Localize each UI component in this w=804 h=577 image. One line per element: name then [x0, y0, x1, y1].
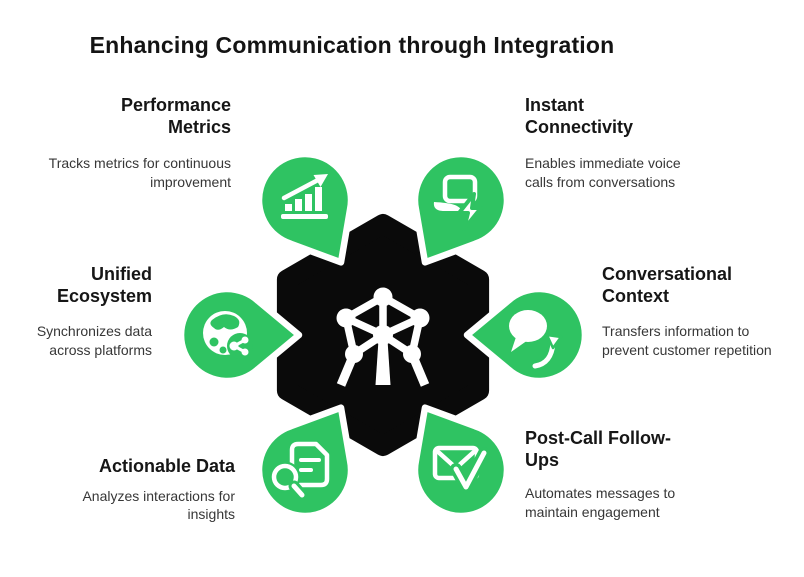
item-title: Unified Ecosystem — [56, 264, 152, 306]
item-description: Synchronizes data across platforms — [36, 323, 152, 359]
bar-chart-growth-icon — [281, 174, 328, 219]
unified-ecosystem-pin — [177, 285, 303, 385]
item-performance-metrics: Performance Metrics Tracks metrics for c… — [21, 95, 231, 192]
item-description: Transfers information to prevent custome… — [602, 323, 772, 359]
item-title: Instant Connectivity — [525, 95, 634, 137]
post-call-follow-ups-pin — [411, 404, 511, 520]
item-title: Performance Metrics — [120, 95, 231, 137]
actionable-data-pin — [255, 404, 355, 520]
chat-bubble-arrow-icon — [509, 310, 563, 372]
item-unified-ecosystem: Unified Ecosystem Synchronizes data acro… — [0, 264, 152, 360]
page-title: Enhancing Communication through Integrat… — [89, 32, 615, 58]
item-title: Post-Call Follow-Ups — [525, 428, 671, 470]
item-instant-connectivity: Instant Connectivity Enables immediate v… — [525, 95, 705, 192]
item-description: Automates messages to maintain engagemen… — [525, 485, 676, 521]
document-search-icon — [269, 441, 330, 501]
item-actionable-data: Actionable Data Analyzes interactions fo… — [25, 456, 235, 524]
item-description: Enables immediate voice calls from conve… — [525, 155, 681, 191]
item-post-call-follow-ups: Post-Call Follow-Ups Automates messages … — [525, 428, 715, 522]
globe-network-icon — [203, 311, 253, 359]
item-description: Analyzes interactions for insights — [82, 487, 235, 523]
item-description: Tracks metrics for continuous improvemen… — [48, 155, 231, 191]
atomium-network-icon — [336, 287, 430, 387]
item-title: Conversational Context — [602, 264, 733, 306]
conversational-context-pin — [463, 285, 589, 385]
instant-connectivity-pin — [411, 150, 511, 266]
item-title: Actionable Data — [98, 456, 235, 476]
envelope-check-icon — [432, 445, 490, 493]
laptop-lightning-icon — [433, 174, 483, 231]
performance-metrics-pin — [255, 150, 355, 266]
item-conversational-context: Conversational Context Transfers informa… — [602, 264, 787, 360]
